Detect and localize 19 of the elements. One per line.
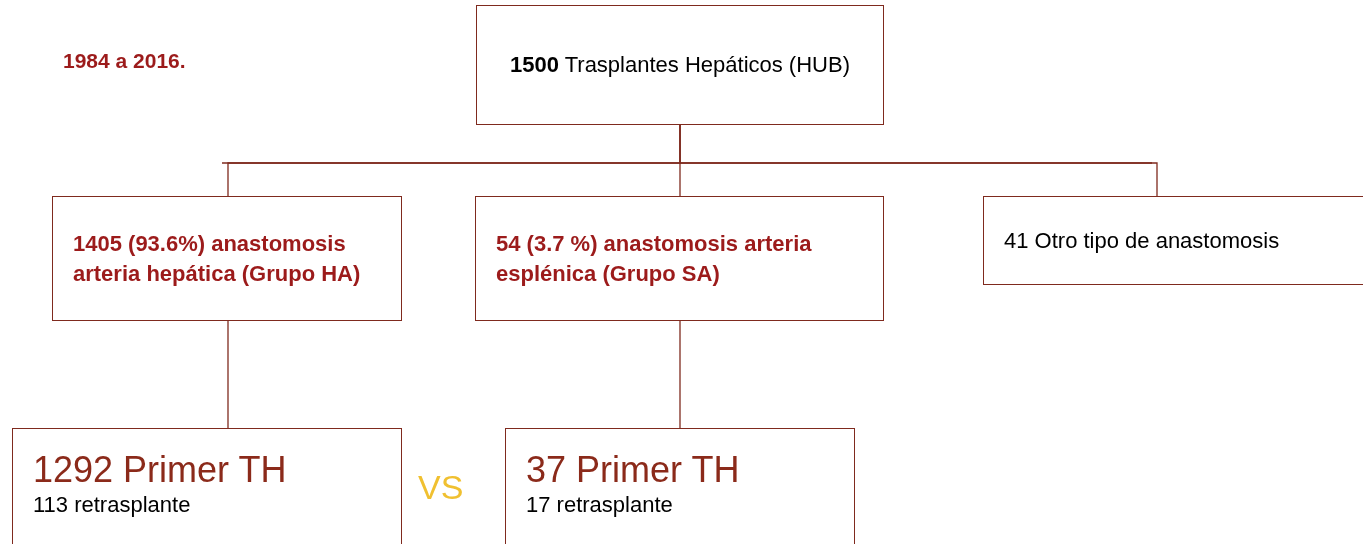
box-title: 1405 (93.6%) anastomosis arteria hepática (Grupo HA)	[73, 229, 362, 288]
box-title: 1500 Trasplantes Hepáticos (HUB)	[510, 51, 850, 79]
box-title: 37 Primer TH	[526, 449, 741, 491]
text-box	[476, 5, 884, 125]
text-box	[475, 196, 884, 321]
connector-line	[679, 124, 1158, 197]
box-subtitle: 113 retrasplante	[33, 491, 192, 519]
text-box	[983, 196, 1363, 285]
box-title: 1292 Primer TH	[33, 449, 288, 491]
box-subtitle: 17 retrasplante	[526, 491, 674, 519]
box-title: 54 (3.7 %) anastomosis arteria esplénica (Grupo SA)	[496, 229, 813, 288]
text-box	[52, 196, 402, 321]
versus-label: VS	[418, 467, 464, 508]
box-title: 41 Otro tipo de anastomosis	[1004, 226, 1281, 255]
connector-line	[679, 320, 681, 429]
text-box	[12, 428, 402, 544]
text-box	[505, 428, 855, 544]
date-range-label: 1984 a 2016.	[63, 48, 186, 74]
connector-line	[227, 320, 229, 429]
